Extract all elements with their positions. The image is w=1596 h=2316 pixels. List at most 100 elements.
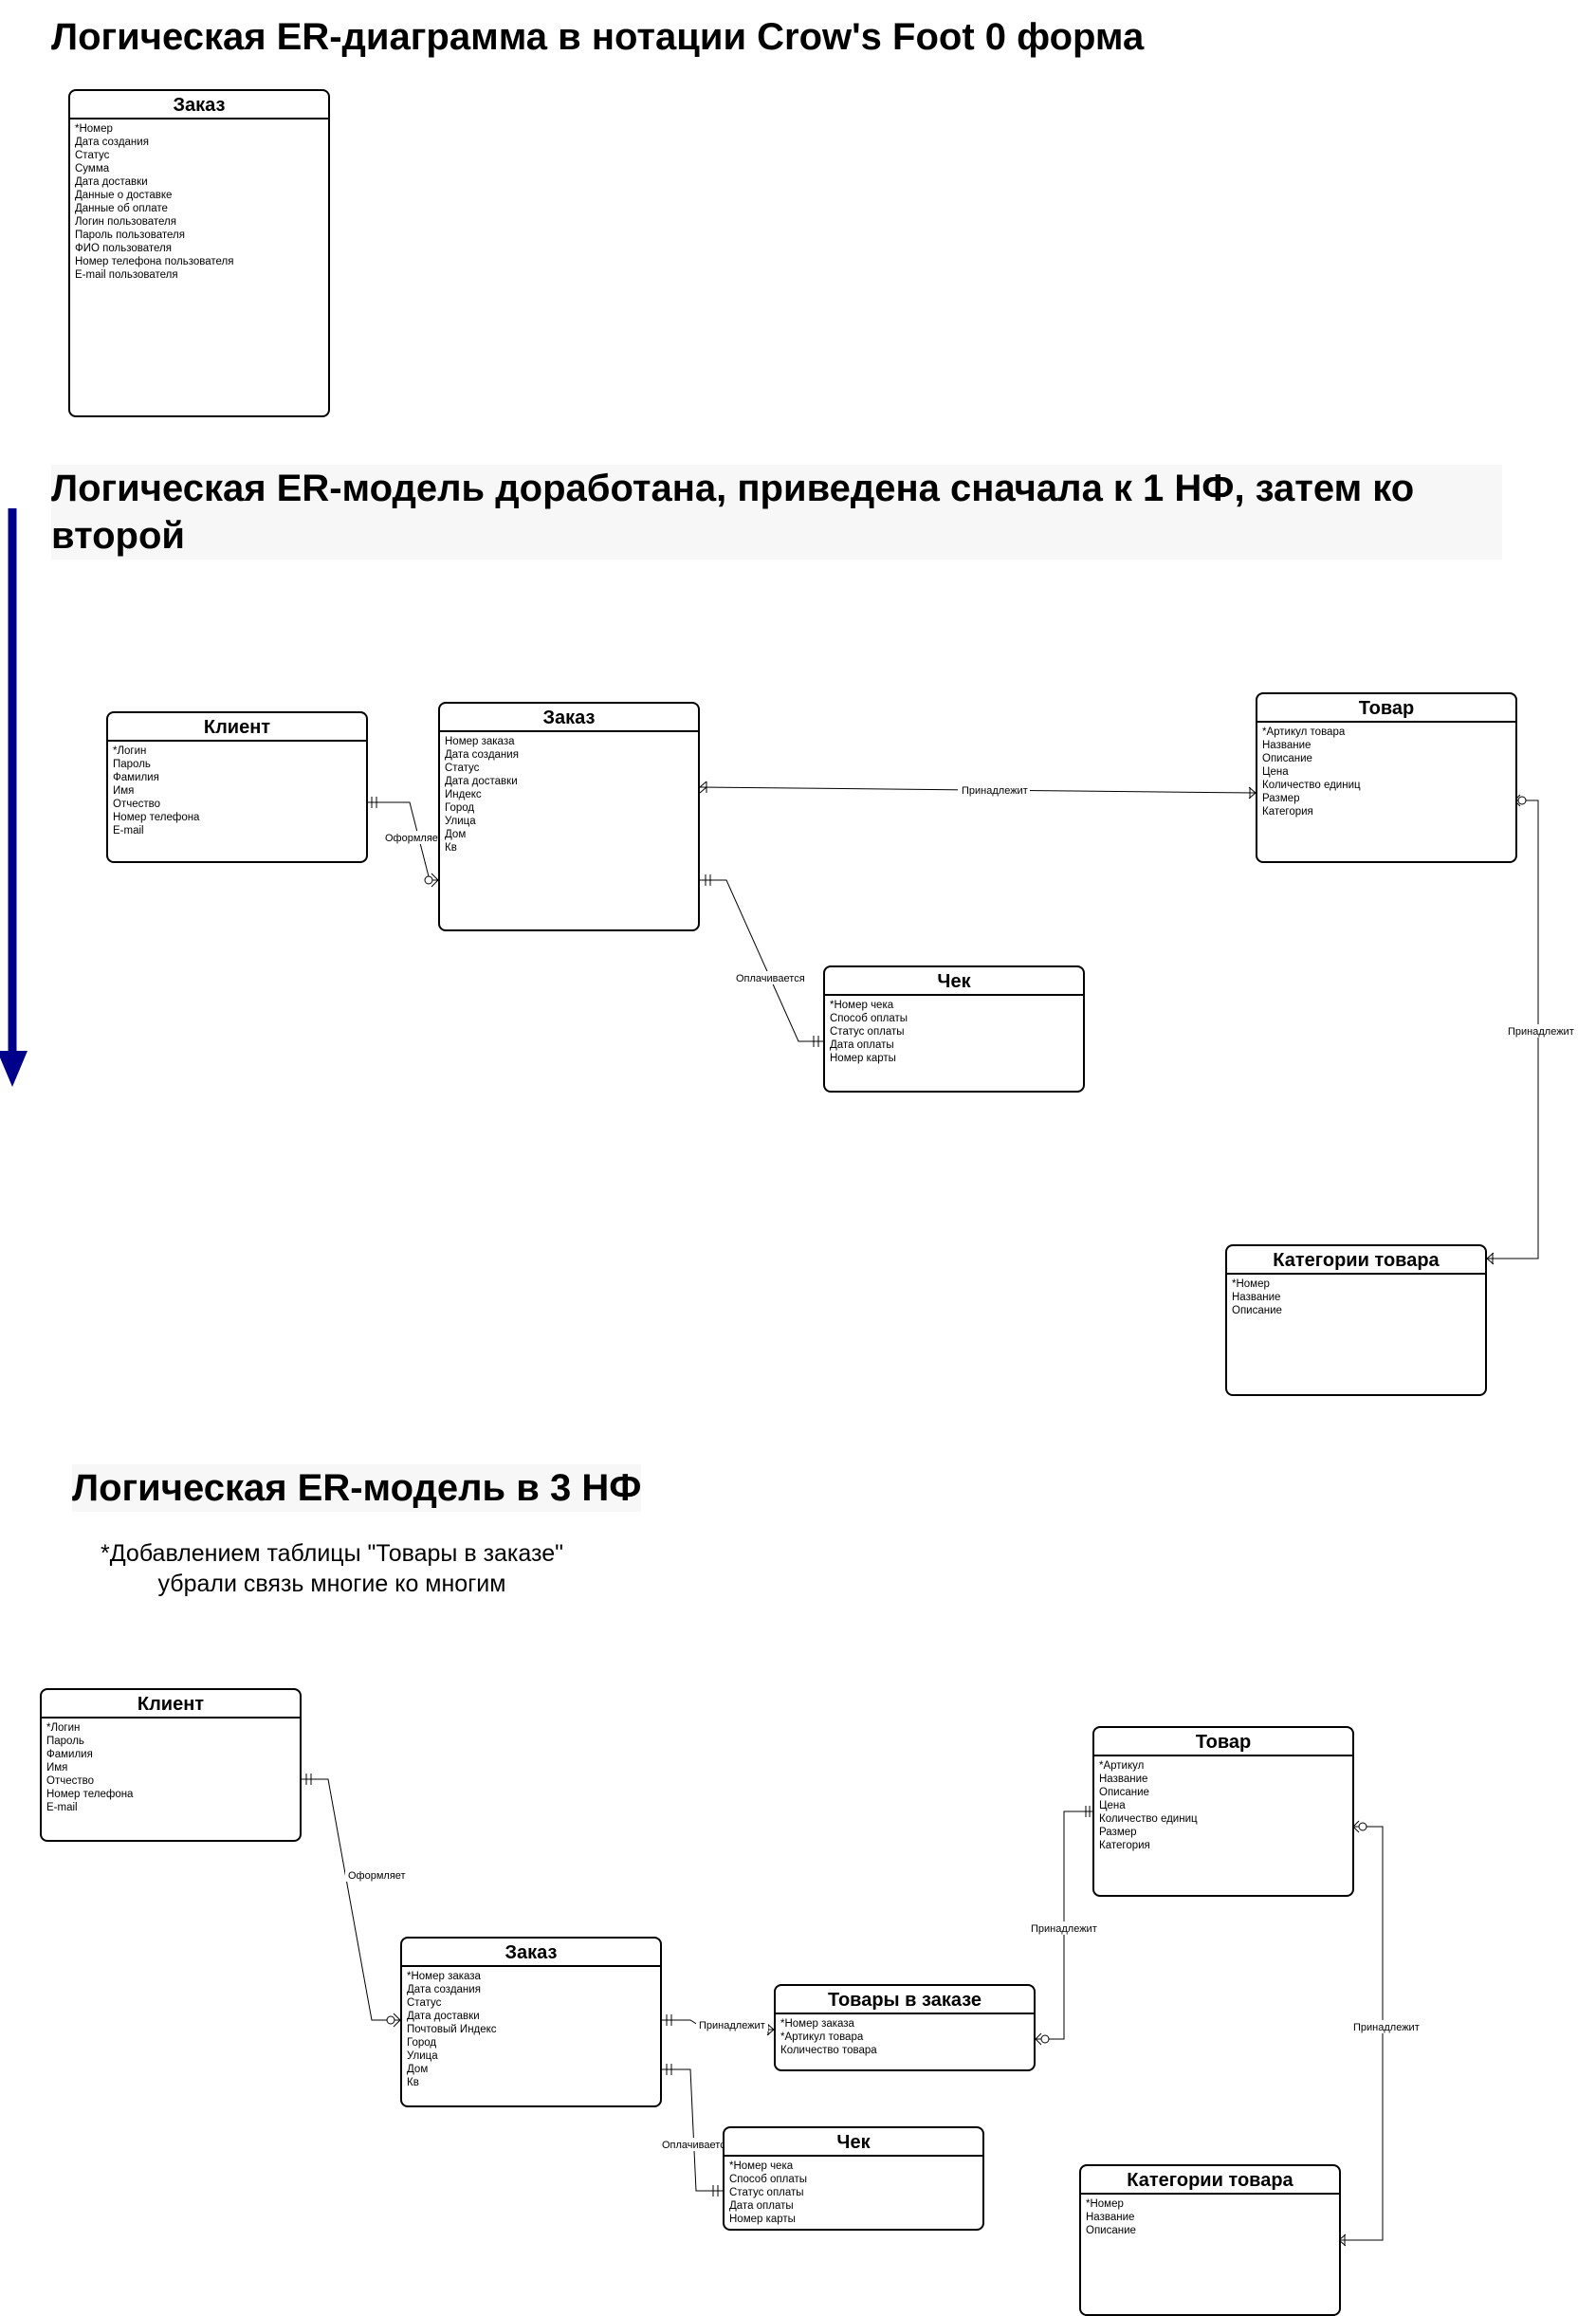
entity-title: Заказ	[402, 1939, 660, 1967]
d3-label-belongs-category: Принадлежит	[1353, 2022, 1420, 2033]
entity-title: Категории товара	[1081, 2166, 1339, 2195]
entity-attribute: Дата оплаты	[830, 1039, 894, 1051]
entity-attribute: Дата оплаты	[729, 2200, 794, 2212]
entity-attribute: Дата создания	[445, 749, 519, 761]
entity-attribute: Категория	[1099, 1840, 1150, 1851]
entity-title: Заказ	[70, 91, 328, 119]
note-line-1: *Добавлением таблицы "Товары в заказе"	[100, 1540, 564, 1567]
entity-title: Чек	[725, 2128, 982, 2157]
entity-attribute: Дата создания	[407, 1984, 481, 1995]
entity-attribute: Статус оплаты	[830, 1026, 905, 1038]
entity-attribute: Дата доставки	[445, 776, 518, 787]
d3-rel-order-check	[662, 2064, 723, 2197]
entity-title: Клиент	[108, 713, 366, 742]
entity-attribute: Улица	[445, 816, 476, 827]
entity-attribute: Номер телефона	[113, 812, 200, 823]
entity-attribute: Размер	[1099, 1827, 1137, 1838]
entity-attribute: Описание	[1232, 1305, 1282, 1316]
d3-rel-client-order	[302, 1774, 401, 2028]
entity-attribute: Кв	[407, 2077, 419, 2088]
entity-attribute: Описание	[1099, 1787, 1149, 1798]
entity-attribute: ФИО пользователя	[75, 243, 172, 254]
entity-title: Категории товара	[1227, 1246, 1485, 1275]
entity-attribute: Отчество	[113, 799, 160, 810]
entity-attribute: Номер телефона пользователя	[75, 256, 234, 267]
entity-attribute: E-mail	[46, 1802, 78, 1813]
entity-attribute: Номер карты	[729, 2214, 796, 2225]
entity-attribute: Описание	[1262, 753, 1312, 764]
entity-attribute: Фамилия	[113, 772, 159, 783]
entity-attribute: *Номер	[75, 123, 113, 135]
entity-attribute: *Номер	[1232, 1278, 1270, 1290]
entity-attribute: *Артикул	[1099, 1760, 1145, 1772]
entity-attribute: Дата доставки	[407, 2011, 480, 2022]
entity-title: Товар	[1094, 1728, 1352, 1756]
entity-attribute: Сумма	[75, 163, 110, 175]
d2-label-belongs-category: Принадлежит	[1508, 1026, 1574, 1038]
entity-attribute: Статус оплаты	[729, 2187, 804, 2198]
entity-attribute: Описание	[1086, 2225, 1136, 2236]
entity-attribute: Данные о доставке	[75, 190, 173, 201]
entity-attribute: Город	[407, 2037, 437, 2049]
entity-attribute: Статус	[75, 150, 110, 161]
d3-label-paid: Оплачивается	[662, 2140, 731, 2151]
entity-attribute: *Номер заказа	[780, 2018, 854, 2030]
d2-label-paid: Оплачивается	[736, 973, 805, 984]
entity-title: Товары в заказе	[776, 1986, 1034, 2014]
entity-attribute: Пароль пользователя	[75, 230, 185, 241]
entity-attribute: *Номер	[1086, 2198, 1124, 2210]
entity-title: Заказ	[440, 704, 698, 732]
d3-label-belongs-product: Принадлежит	[1031, 1923, 1097, 1935]
d3-entity-order-items[interactable]: Товары в заказе *Номер заказа*Артикул то…	[774, 1984, 1036, 2071]
entity-attribute: Имя	[113, 785, 135, 797]
note-3nf: *Добавлением таблицы "Товары в заказе" у…	[57, 1538, 607, 1599]
entity-attribute: *Артикул товара	[1262, 726, 1346, 738]
entity-attribute: Название	[1232, 1292, 1281, 1303]
entity-attribute: Цена	[1262, 766, 1289, 778]
entity-attribute: E-mail пользователя	[75, 269, 178, 281]
entity-attribute: Название	[1262, 740, 1312, 751]
entity-attribute: Пароль	[113, 759, 151, 770]
entity-attribute: Дата доставки	[75, 176, 148, 188]
entity-attribute: Номер телефона	[46, 1789, 134, 1800]
entity-attribute: Дом	[445, 829, 467, 840]
entity-attribute: Статус	[445, 763, 480, 774]
entity-attribute: Дата создания	[75, 137, 149, 148]
note-line-2: убрали связь многие ко многим	[157, 1571, 506, 1597]
entity-attribute: Название	[1086, 2212, 1135, 2223]
entity-attribute: Цена	[1099, 1800, 1126, 1811]
entity-attribute: *Номер заказа	[407, 1971, 481, 1982]
d2-rel-order-check	[700, 874, 823, 1047]
entity-attribute: Улица	[407, 2050, 438, 2062]
entity-title: Клиент	[42, 1690, 300, 1719]
entity-attribute: Логин пользователя	[75, 216, 176, 228]
entity-attribute: Номер карты	[830, 1053, 896, 1064]
d2-label-belongs: Принадлежит	[962, 785, 1028, 797]
entity-attribute: *Логин	[46, 1722, 81, 1734]
heading-0nf: Логическая ER-диаграмма в нотации Crow's…	[51, 16, 1145, 58]
